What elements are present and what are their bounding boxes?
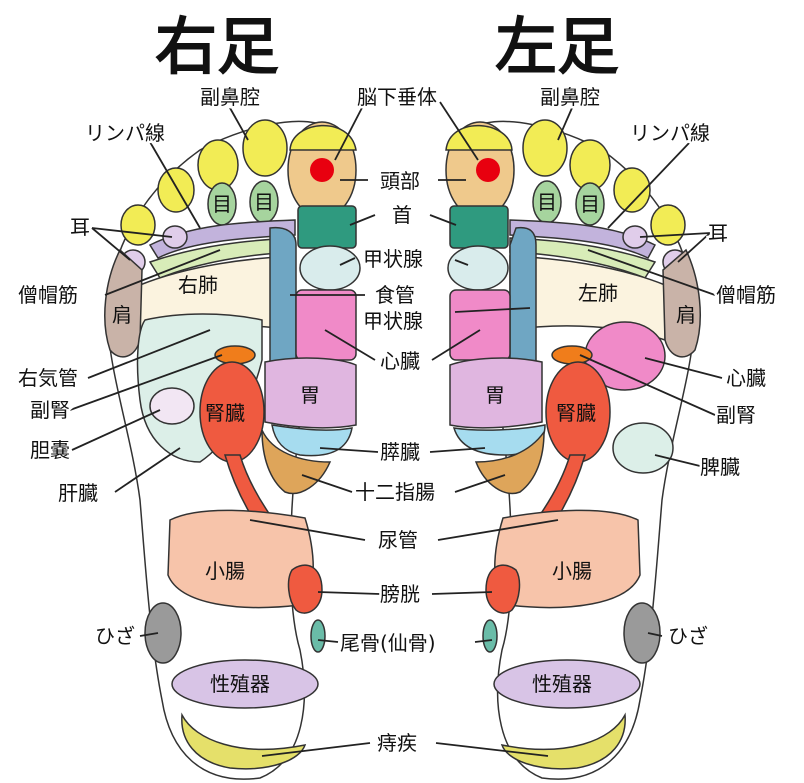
label-right-liver: 肝臓: [58, 481, 98, 505]
label-heart-center: 心臓: [380, 349, 420, 373]
label-pancreas: 膵臓: [380, 440, 420, 464]
label-right-eye-2: 目: [254, 190, 274, 214]
label-left-stomach: 胃: [485, 383, 505, 407]
left-toe-5: [651, 205, 685, 245]
label-right-ear: 耳: [70, 215, 90, 239]
label-left-heart: 心臓: [726, 366, 766, 390]
label-thyroid-2: 甲状腺: [363, 309, 423, 333]
label-right-lung: 右肺: [178, 273, 218, 297]
title-left-foot: 左足: [495, 10, 619, 83]
left-heart-zone: [450, 290, 510, 360]
label-hemorrhoids: 痔疾: [377, 731, 417, 755]
label-left-lung: 左肺: [578, 281, 618, 305]
label-right-bronchus: 右気管: [18, 366, 78, 390]
label-ureter: 尿管: [378, 528, 418, 552]
label-left-spleen: 脾臓: [700, 455, 740, 479]
left-pituitary-dot: [476, 158, 500, 182]
left-bladder-zone: [486, 565, 519, 613]
label-left-knee: ひざ: [668, 624, 708, 648]
left-coccyx-zone: [483, 620, 497, 652]
label-right-knee: ひざ: [95, 624, 135, 648]
label-right-small-intestine: 小腸: [205, 559, 245, 583]
label-bladder: 膀胱: [380, 582, 420, 606]
left-toe-2: [523, 120, 567, 176]
label-neck: 首: [392, 203, 412, 227]
right-toe-5: [121, 205, 155, 245]
label-right-eye-1: 目: [212, 192, 232, 216]
label-coccyx: 尾骨(仙骨): [340, 631, 436, 655]
left-thyroid-zone: [448, 246, 508, 290]
right-gallbladder-zone: [150, 388, 194, 424]
right-neck-zone: [298, 206, 356, 248]
right-pituitary-dot: [310, 158, 334, 182]
label-right-stomach: 胃: [300, 383, 320, 407]
left-esophagus-zone: [510, 228, 536, 371]
left-adrenal-zone: [552, 346, 592, 364]
right-coccyx-zone: [311, 620, 325, 652]
label-right-sinus: 副鼻腔: [200, 85, 260, 109]
left-knee-zone: [624, 603, 660, 663]
right-esophagus-zone: [270, 228, 296, 371]
right-heart-zone: [296, 290, 356, 360]
label-left-trapezius: 僧帽筋: [716, 283, 776, 307]
label-right-adrenal: 副腎: [30, 398, 70, 422]
label-left-adrenal: 副腎: [716, 403, 756, 427]
label-pituitary: 脳下垂体: [357, 85, 437, 109]
right-knee-zone: [145, 603, 181, 663]
label-left-lymph: リンパ線: [630, 121, 710, 145]
label-left-ear: 耳: [708, 221, 728, 245]
label-head: 頭部: [380, 169, 420, 193]
label-duodenum: 十二指腸: [355, 480, 435, 504]
label-left-shoulder: 肩: [676, 303, 696, 327]
label-right-trapezius: 僧帽筋: [18, 283, 78, 307]
label-left-eye-2: 目: [580, 192, 600, 216]
right-toe-4: [158, 168, 194, 212]
label-left-kidney: 腎臓: [556, 401, 596, 425]
label-left-genitals: 性殖器: [532, 672, 592, 696]
label-right-genitals: 性殖器: [210, 672, 270, 696]
label-left-sinus: 副鼻腔: [540, 85, 600, 109]
title-right-foot: 右足: [155, 10, 279, 83]
label-right-shoulder: 肩: [112, 303, 132, 327]
label-right-gallbladder: 胆嚢: [30, 438, 70, 462]
label-esophagus: 食管: [375, 283, 415, 307]
right-toe-3: [198, 140, 238, 190]
right-toe-2: [243, 120, 287, 176]
label-right-kidney: 腎臓: [205, 401, 245, 425]
left-spleen-zone: [613, 423, 673, 473]
left-neck-zone: [450, 206, 508, 248]
label-left-small-intestine: 小腸: [552, 559, 592, 583]
right-bladder-zone: [289, 565, 322, 613]
label-thyroid: 甲状腺: [363, 247, 423, 271]
label-left-eye-1: 目: [537, 190, 557, 214]
right-thyroid-zone: [300, 246, 360, 290]
label-right-lymph: リンパ線: [85, 121, 165, 145]
